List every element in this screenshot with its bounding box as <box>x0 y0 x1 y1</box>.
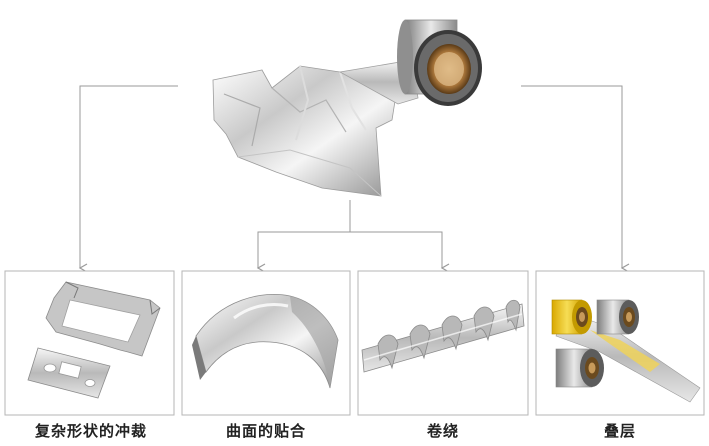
panel-3-label: 卷绕 <box>426 422 459 440</box>
connector-lines <box>78 85 630 273</box>
curved-foil-icon <box>192 293 339 389</box>
connector-to-panel-1 <box>78 85 178 273</box>
panel-2-label: 曲面的贴合 <box>225 422 306 440</box>
wound-strip-icon <box>361 299 525 373</box>
connector-to-panel-2 <box>256 231 350 273</box>
laminate-rolls-icon <box>551 299 701 403</box>
stamped-parts-icon <box>27 281 161 399</box>
connector-to-panel-3 <box>350 231 450 273</box>
panel-1-label: 复杂形状的冲裁 <box>34 422 147 440</box>
panel-4-label: 叠层 <box>603 422 636 440</box>
foil-roll-icon <box>212 19 482 197</box>
connector-to-panel-4 <box>521 85 630 273</box>
